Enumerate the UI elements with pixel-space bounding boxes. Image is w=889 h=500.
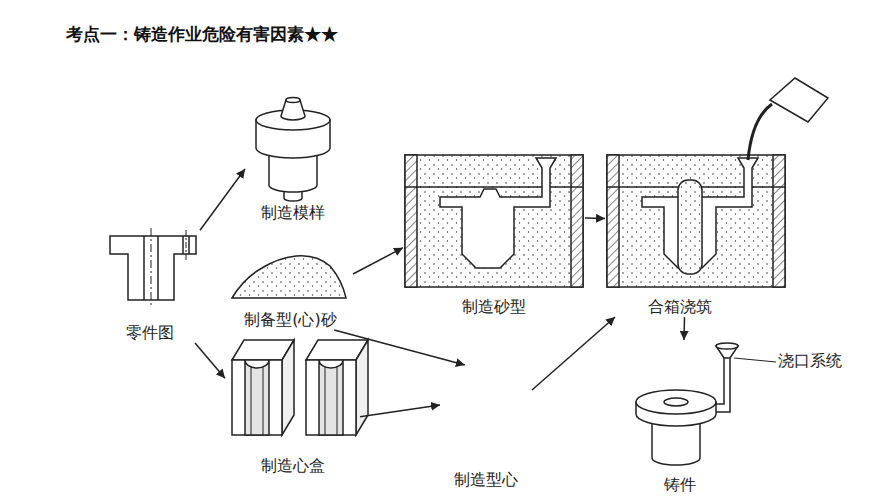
- parting-line: [405, 186, 583, 188]
- callout-label: 浇口系统: [778, 351, 842, 371]
- bore-line: [157, 236, 159, 300]
- groove-shade: [263, 366, 264, 435]
- core-groove: [245, 360, 269, 435]
- page-title: 考点一：铸造作业危险有害因素★★: [66, 23, 338, 46]
- process-step: 合箱浇筑: [605, 150, 755, 317]
- step-caption: 制造心盒: [195, 456, 390, 476]
- step-caption: 制造模样: [215, 203, 370, 223]
- casting-hole: [664, 398, 688, 406]
- core-groove: [319, 360, 343, 435]
- part-drawing: [110, 228, 196, 306]
- flow-arrow: [683, 317, 685, 340]
- flow-arrow: [200, 169, 245, 230]
- caption-group: 制备型(心)砂: [198, 310, 383, 330]
- pattern-model: [256, 98, 330, 202]
- mold-sand: [405, 155, 583, 287]
- caption-group: 制造模样: [215, 203, 370, 223]
- groove-shade: [251, 366, 252, 435]
- mold-cavity: [440, 158, 556, 268]
- metal-stream: [748, 104, 772, 160]
- flow-arrow: [532, 317, 615, 390]
- flow-arrow: [195, 343, 225, 378]
- sand-pile: [232, 256, 346, 298]
- closed-mold: [607, 78, 828, 287]
- step-caption: 铸件: [600, 475, 760, 495]
- leader-line: [734, 358, 776, 362]
- caption-group: 合箱浇筑: [575, 297, 785, 317]
- groove-shade: [337, 366, 338, 435]
- caption-group: 制造心盒: [195, 456, 390, 476]
- casting-top: [636, 390, 716, 414]
- flow-arrow: [585, 217, 605, 219]
- ladle: [770, 78, 828, 122]
- caption-group: 零件图: [70, 323, 230, 343]
- hole-line: [188, 236, 190, 254]
- caption-group: 制造砂型: [373, 297, 615, 317]
- sand-mold: [405, 155, 583, 287]
- step-caption: 零件图: [70, 323, 230, 343]
- process-step: 制造型心: [440, 365, 532, 490]
- bore-line: [143, 236, 145, 300]
- gate-cup-top: [716, 343, 738, 349]
- flask-wall: [571, 155, 583, 287]
- step-caption: 制造砂型: [373, 297, 615, 317]
- hole-line: [182, 236, 184, 254]
- caption-group: 铸件: [600, 475, 760, 495]
- core-box: [232, 340, 368, 435]
- process-step: 铸件: [630, 340, 730, 495]
- block-front: [306, 360, 356, 435]
- placed-core: [678, 180, 702, 274]
- process-step: 制备型(心)砂: [228, 250, 353, 330]
- caption-group: 制造型心: [410, 470, 562, 490]
- step-caption: 制备型(心)砂: [198, 310, 383, 330]
- step-caption: 制造型心: [410, 470, 562, 490]
- flow-arrow: [353, 248, 403, 274]
- pattern-cone-top: [286, 98, 300, 103]
- process-step: 制造模样: [245, 88, 340, 223]
- center-line: [151, 228, 152, 306]
- center-line: [186, 230, 187, 260]
- block-front: [232, 360, 282, 435]
- flask-wall: [405, 155, 417, 287]
- flow-arrow: [360, 405, 440, 417]
- process-step: 零件图: [100, 228, 200, 343]
- process-step: 制造心盒: [225, 328, 360, 476]
- step-caption: 合箱浇筑: [575, 297, 785, 317]
- flask-wall: [607, 155, 619, 287]
- groove-shade: [325, 366, 326, 435]
- mold-sand: [607, 155, 785, 287]
- block-side: [282, 340, 294, 435]
- process-step: 制造砂型: [403, 152, 585, 317]
- flask-wall: [773, 155, 785, 287]
- block-side: [356, 340, 368, 435]
- part-outline: [110, 236, 196, 300]
- flow-arrow: [334, 330, 465, 365]
- casting: [636, 343, 776, 465]
